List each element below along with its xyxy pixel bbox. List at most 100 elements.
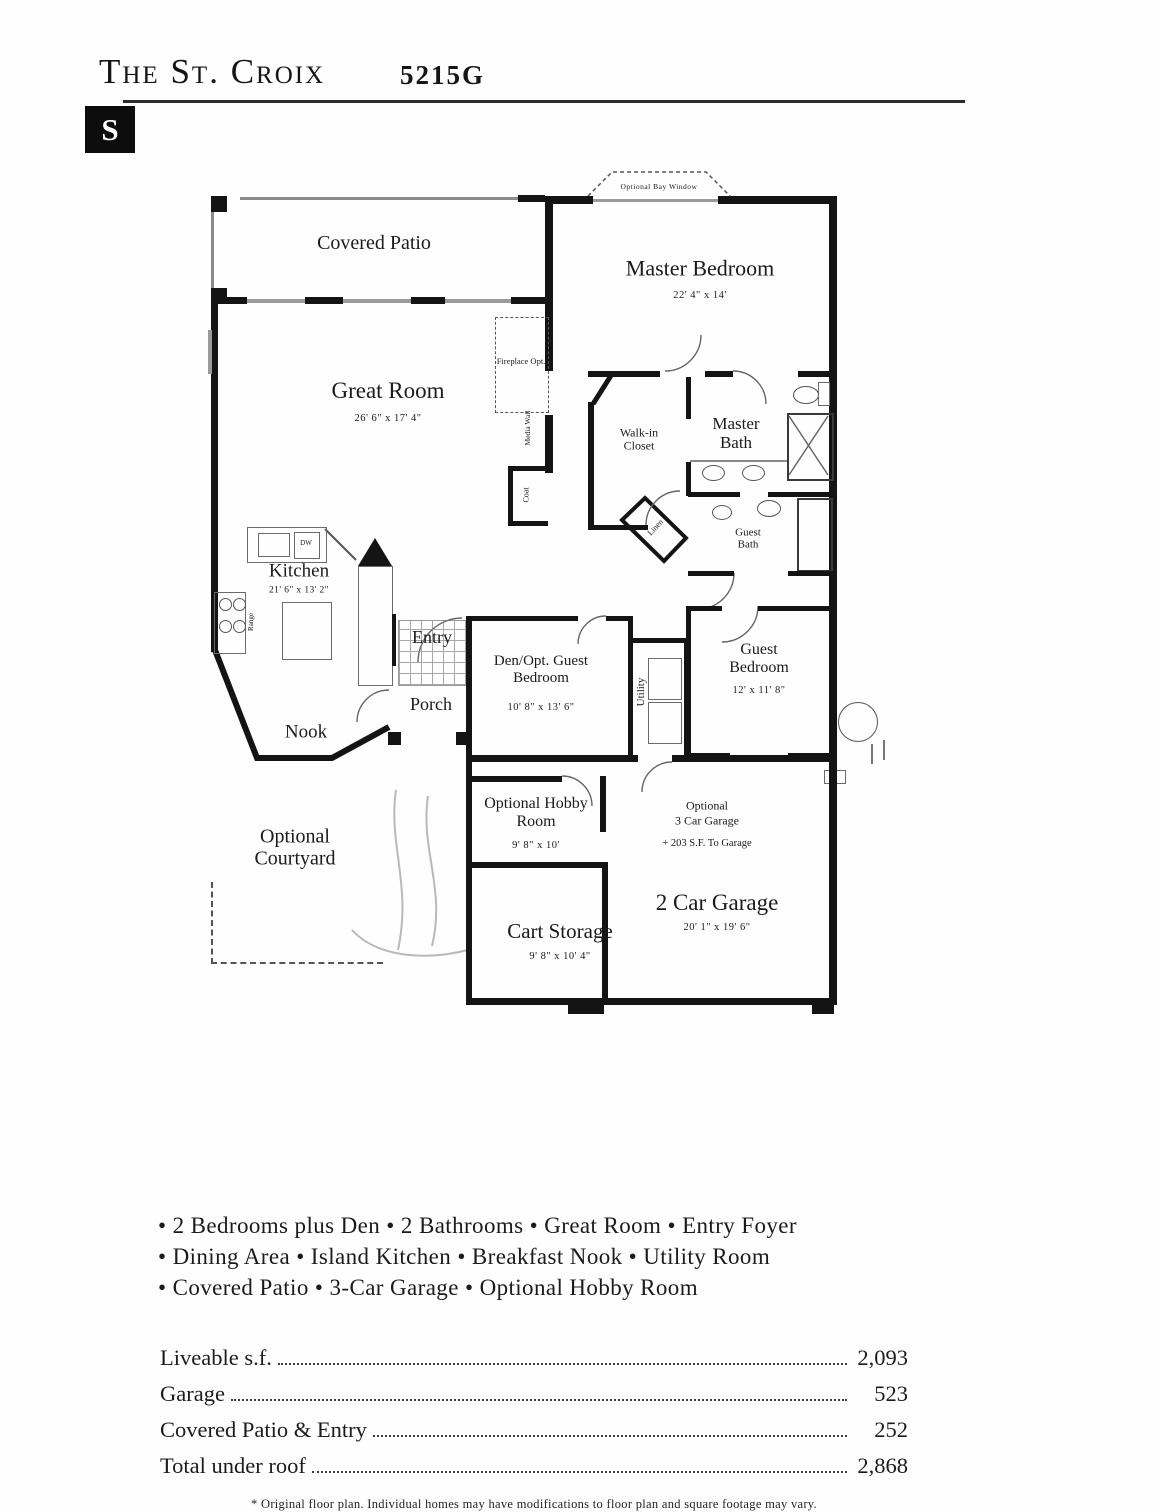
walk-in-closet-label: Walk-in Closet	[619, 425, 659, 453]
equipment-pad	[838, 702, 878, 742]
stat-value: 2,868	[857, 1453, 908, 1478]
great-room-label: Great Room	[331, 378, 445, 404]
door-arc	[645, 490, 681, 526]
dryer	[648, 702, 682, 744]
dishwasher	[294, 532, 320, 559]
vanity-counter	[690, 460, 788, 462]
porch-column	[456, 732, 469, 745]
burner	[219, 620, 232, 633]
wall	[305, 297, 343, 304]
header-rule	[123, 100, 965, 103]
patio-column	[211, 196, 227, 212]
table-row: Total under roof 2,868	[160, 1453, 908, 1489]
equipment-marks	[871, 740, 885, 764]
patio-edge	[240, 197, 522, 200]
porch-label: Porch	[410, 693, 452, 714]
wall	[606, 616, 633, 621]
window-segment	[247, 299, 305, 303]
shower	[787, 413, 834, 481]
page-title: The St. Croix	[99, 52, 326, 91]
wall	[588, 525, 648, 530]
table-row: Garage 523	[160, 1381, 908, 1417]
wall	[468, 998, 837, 1005]
sink	[702, 465, 725, 481]
wall	[588, 371, 660, 377]
kitchen-label: Kitchen	[268, 560, 330, 582]
toilet	[793, 386, 819, 404]
courtyard-outline	[211, 962, 383, 964]
nook-label: Nook	[284, 721, 328, 743]
sink	[712, 505, 732, 520]
wall	[508, 521, 548, 526]
optional-bay-window-label: Optional Bay Window	[620, 181, 698, 191]
burner	[219, 598, 232, 611]
wall	[705, 371, 733, 377]
features-line: • 2 Bedrooms plus Den • 2 Bathrooms • Gr…	[158, 1213, 797, 1238]
coat-closet-label: Coat	[521, 487, 531, 503]
wall	[686, 377, 691, 419]
porch-column	[388, 732, 401, 745]
master-bedroom-label: Master Bedroom	[625, 255, 775, 281]
wall	[628, 616, 633, 759]
window-segment	[208, 330, 212, 374]
burner	[233, 598, 246, 611]
table-row: Liveable s.f. 2,093	[160, 1345, 908, 1381]
fireplace-option-label: Fireplace Opt.	[496, 356, 546, 367]
wall	[602, 862, 608, 1004]
great-room-dims: 26' 6" x 17' 4"	[354, 413, 422, 425]
door-arc	[664, 334, 702, 372]
stat-label: Covered Patio & Entry	[160, 1417, 367, 1442]
optional-garage-label-1: Optional	[686, 798, 728, 813]
guest-bath-label: Guest Bath	[735, 526, 761, 551]
door-arc	[641, 761, 673, 793]
wall	[829, 196, 837, 580]
window-segment	[343, 299, 411, 303]
wall	[672, 755, 837, 762]
hobby-room-label: Optional Hobby Room	[484, 795, 588, 830]
bay-window-outline	[587, 171, 731, 197]
optional-courtyard-label: Optional Courtyard	[254, 825, 336, 870]
optional-garage-label-2: 3 Car Garage	[675, 813, 739, 828]
window-segment	[445, 299, 511, 303]
dotted-leader	[372, 1435, 847, 1437]
wall	[508, 466, 513, 526]
pantry-angled-wall	[358, 538, 392, 566]
bathtub	[797, 498, 833, 572]
wall	[788, 571, 837, 576]
nook-bay-wall	[212, 648, 391, 761]
wall	[466, 616, 472, 759]
wall	[411, 297, 445, 304]
den-label: Den/Opt. Guest Bedroom	[493, 653, 589, 686]
wall	[633, 638, 688, 643]
wall	[518, 195, 545, 202]
guest-bedroom-label: Guest Bedroom	[729, 641, 789, 676]
covered-patio-label: Covered Patio	[317, 231, 431, 254]
features-line: • Dining Area • Island Kitchen • Breakfa…	[158, 1244, 771, 1269]
master-bath-label: Master Bath	[712, 413, 760, 452]
cart-storage-label: Cart Storage	[507, 919, 613, 944]
features-list: • 2 Bedrooms plus Den • 2 Bathrooms • Gr…	[158, 1210, 958, 1303]
door-arc	[721, 605, 759, 643]
wall	[211, 297, 247, 304]
wall	[688, 492, 740, 497]
den-dims: 10' 8" x 13' 6"	[507, 702, 575, 714]
range-label: Range	[247, 613, 256, 631]
wall	[686, 606, 691, 758]
master-bedroom-dims: 22' 4" x 14'	[673, 290, 727, 302]
wall	[511, 297, 552, 304]
kitchen-sink	[258, 533, 290, 557]
table-row: Covered Patio & Entry 252	[160, 1417, 908, 1453]
entry-label: Entry	[412, 626, 452, 647]
wall	[798, 371, 837, 377]
wall	[588, 402, 594, 530]
wall	[508, 466, 548, 471]
wall	[686, 462, 691, 496]
wall	[768, 492, 830, 497]
dotted-leader	[230, 1399, 847, 1401]
cart-storage-dims: 9' 8" x 10' 4"	[529, 951, 591, 963]
square-footage-table: Liveable s.f. 2,093 Garage 523 Covered P…	[160, 1345, 908, 1512]
kitchen-corner-counter	[324, 528, 357, 561]
window-segment	[593, 199, 718, 202]
wall	[718, 196, 837, 204]
